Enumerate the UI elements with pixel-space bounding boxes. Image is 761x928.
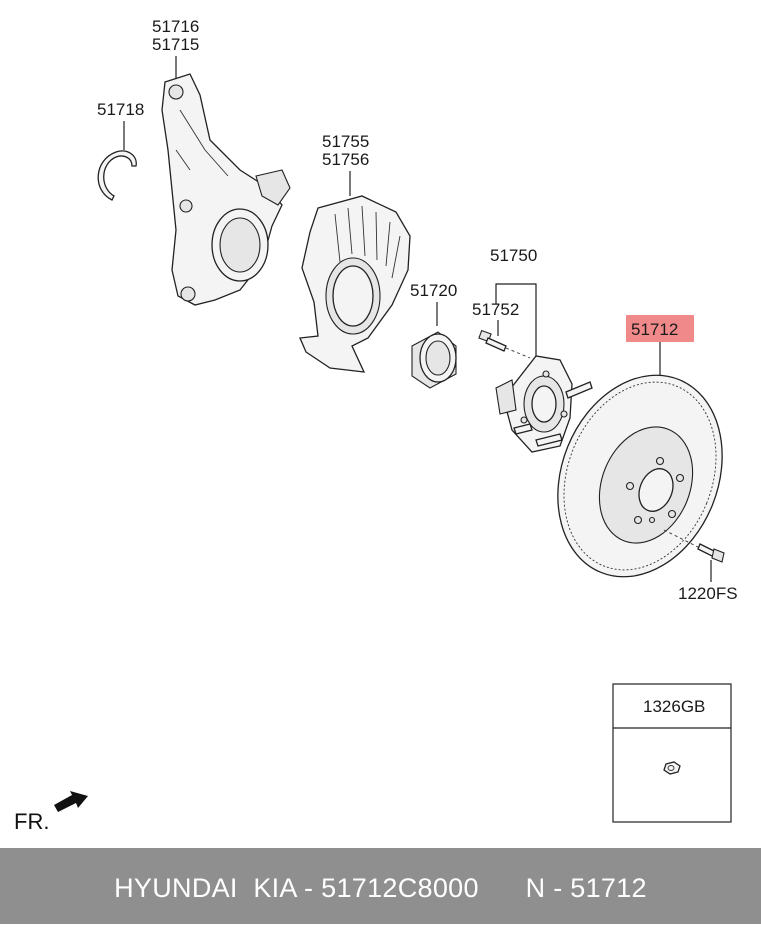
label-51720: 51720 (410, 281, 457, 300)
wheel-bearing (411, 331, 457, 389)
label-51718: 51718 (97, 100, 144, 119)
hub-bolt (478, 329, 531, 359)
label-51716: 51716 (152, 17, 199, 36)
label-51752: 51752 (472, 300, 519, 319)
disc-screw (663, 529, 725, 563)
exploded-parts-diagram: 51716 51715 51718 51755 51756 51720 (14, 17, 738, 834)
label-1220fs: 1220FS (678, 584, 738, 603)
label-51712: 51712 (631, 320, 678, 339)
highlight-51712 (626, 315, 694, 342)
label-1326gb: 1326GB (643, 697, 705, 716)
label-51750: 51750 (490, 246, 537, 265)
legend-box (612, 683, 732, 823)
footer-bar: HYUNDAI KIA - 51712C8000 N - 51712 (0, 848, 761, 924)
nut-icon (663, 761, 681, 775)
steering-knuckle (161, 73, 291, 306)
wheel-hub (495, 355, 593, 453)
label-51715: 51715 (152, 35, 199, 54)
snap-ring (97, 150, 137, 201)
brake-disc (557, 374, 723, 578)
front-arrow-icon (54, 791, 88, 812)
leader-hub-assy (495, 283, 537, 358)
label-51756: 51756 (322, 150, 369, 169)
footer-part-number: HYUNDAI KIA - 51712C8000 N - 51712 (114, 873, 647, 903)
front-marker-label: FR. (14, 809, 49, 834)
dust-cover (299, 195, 411, 373)
label-51755: 51755 (322, 132, 369, 151)
